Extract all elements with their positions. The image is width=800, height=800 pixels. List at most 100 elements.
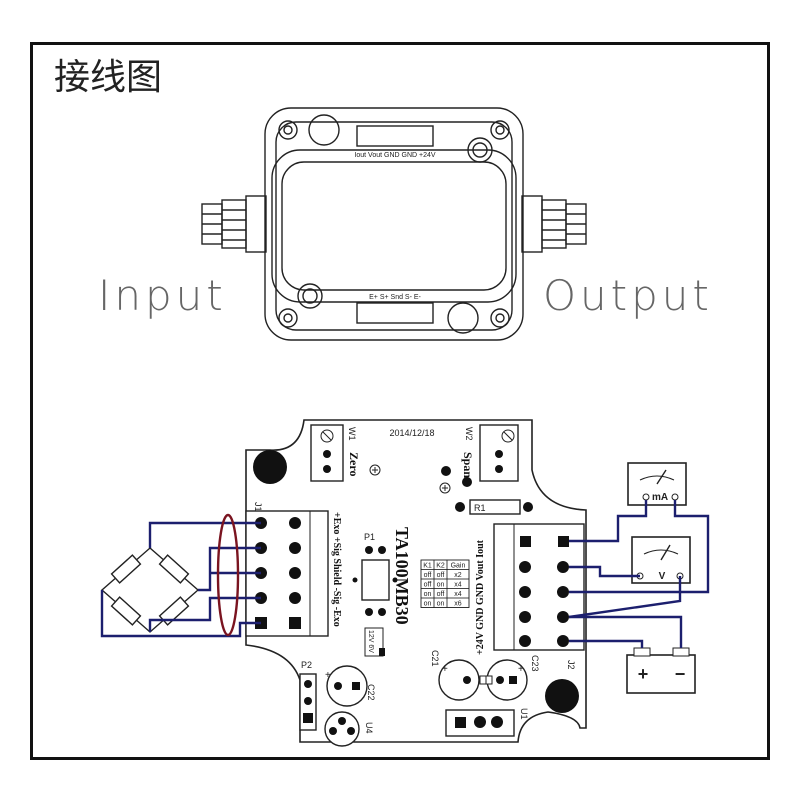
- ammeter: [627, 462, 687, 506]
- j2-label: J2: [566, 660, 576, 670]
- cable-gland-right: [521, 195, 587, 253]
- p2-label: P2: [301, 660, 312, 670]
- top-terminal-labels: Iout Vout GND GND +24V: [354, 152, 435, 159]
- gain-table-cell: [446, 597, 470, 608]
- gain-table-value: on: [424, 591, 432, 598]
- w1-label: W1: [347, 427, 357, 441]
- gain-table-value: x6: [454, 600, 462, 607]
- j1-label: J1: [253, 502, 263, 512]
- cable-gland-left: [201, 195, 267, 253]
- mount-hole-top: [308, 114, 340, 146]
- gain-table-value: off: [437, 572, 445, 579]
- mount-ring-right: [467, 137, 493, 163]
- header-p2: [299, 673, 317, 731]
- resistor-r1: [455, 499, 533, 515]
- gain-table-header: Gain: [451, 562, 466, 569]
- gain-table-header: K1: [423, 562, 432, 569]
- jumper-labels: 12V 6V: [367, 630, 374, 653]
- svg-text:+: +: [442, 664, 448, 675]
- regulator-u4: [324, 711, 360, 747]
- screw-bottom-right-center: [495, 313, 505, 323]
- trimmer-w1: [310, 424, 344, 482]
- screw-bottom-left: [278, 308, 298, 328]
- bridge-sensor: [100, 547, 200, 633]
- svg-text:+: +: [518, 664, 524, 675]
- pcb-mount-hole-bottom-right: [545, 679, 579, 713]
- mount-ring-right-inner: [472, 142, 488, 158]
- gain-table-value: off: [424, 572, 432, 579]
- page-title: 接线图: [54, 57, 163, 98]
- screw-top-left-center: [283, 125, 293, 135]
- zero-label: Zero: [347, 452, 361, 476]
- mount-ring-left-inner: [302, 288, 318, 304]
- bottom-terminal-labels: E+ S+ Snd S- E-: [369, 294, 421, 301]
- gain-table-frame: [420, 559, 470, 608]
- w2-label: W2: [464, 427, 474, 441]
- screw-bottom-right: [490, 308, 510, 328]
- j1-pin-labels: +Exo +Sig Shield -Sig -Exo: [331, 512, 342, 627]
- enclosure-outer: [264, 107, 524, 341]
- screw-top-right-center: [495, 125, 505, 135]
- capacitor-c21: +: [438, 659, 480, 701]
- battery-plus: +: [638, 664, 649, 684]
- c-link: [479, 675, 487, 685]
- model-label: TA100MB30: [392, 527, 412, 625]
- input-label: Input: [98, 271, 227, 320]
- enclosure: [201, 107, 587, 341]
- r1-label: R1: [474, 503, 486, 513]
- ammeter-label: mA: [652, 492, 668, 503]
- connector-j1: [245, 510, 329, 637]
- gain-table-header: K2: [436, 562, 445, 569]
- screw-top-right: [490, 120, 510, 140]
- svg-text:+: +: [325, 670, 331, 681]
- voltmeter: [631, 536, 691, 584]
- mount-hole-bottom: [447, 302, 479, 334]
- capacitor-c23: +: [486, 659, 528, 701]
- u4-label: U4: [364, 722, 374, 734]
- c-link-2: [485, 675, 493, 685]
- j2-pin-labels: +24V GND GND Vout Iout: [475, 539, 486, 655]
- gain-table-value: on: [424, 600, 432, 607]
- voltage-jumper: [364, 627, 385, 657]
- pcb-via-center: [441, 466, 451, 476]
- pcb-mount-hole-top-left: [253, 450, 287, 484]
- gain-table-value: off: [437, 591, 445, 598]
- c22-label: C22: [366, 684, 376, 701]
- span-adjust-icon: [439, 482, 451, 494]
- gain-table-value: x4: [454, 581, 462, 588]
- connector-j2: [493, 523, 585, 651]
- u1-label: U1: [519, 708, 529, 720]
- pcb-date: 2014/12/18: [389, 428, 434, 438]
- battery: [626, 647, 696, 694]
- enclosure-lid-inner: [281, 161, 507, 291]
- chip-p1: [352, 546, 398, 616]
- pcb-via-span: [462, 477, 472, 487]
- enclosure-inner: [275, 121, 513, 331]
- trimmer-w2: [479, 424, 519, 482]
- c23-label: C23: [530, 655, 540, 672]
- screw-bottom-left-center: [283, 313, 293, 323]
- shield-ring: [216, 513, 240, 637]
- gain-table-value: off: [424, 581, 432, 588]
- gain-table-value: on: [437, 581, 445, 588]
- c21-label: C21: [430, 650, 440, 667]
- gain-table-value: x4: [454, 591, 462, 598]
- gain-table-value: x2: [454, 572, 462, 579]
- capacitor-c22: +: [325, 665, 368, 707]
- output-wires: [568, 500, 710, 648]
- voltmeter-label: V: [659, 571, 666, 582]
- bottom-terminal-block: [356, 302, 434, 324]
- mount-ring-left: [297, 283, 323, 309]
- p1-label: P1: [364, 532, 375, 542]
- enclosure-lid: [271, 149, 517, 303]
- regulator-u1: [445, 709, 515, 737]
- gain-table-value: on: [437, 600, 445, 607]
- span-label: Span: [461, 452, 475, 478]
- battery-minus: −: [675, 664, 686, 684]
- output-label: Output: [543, 271, 713, 320]
- zero-adjust-icon: [369, 464, 381, 476]
- screw-top-left: [278, 120, 298, 140]
